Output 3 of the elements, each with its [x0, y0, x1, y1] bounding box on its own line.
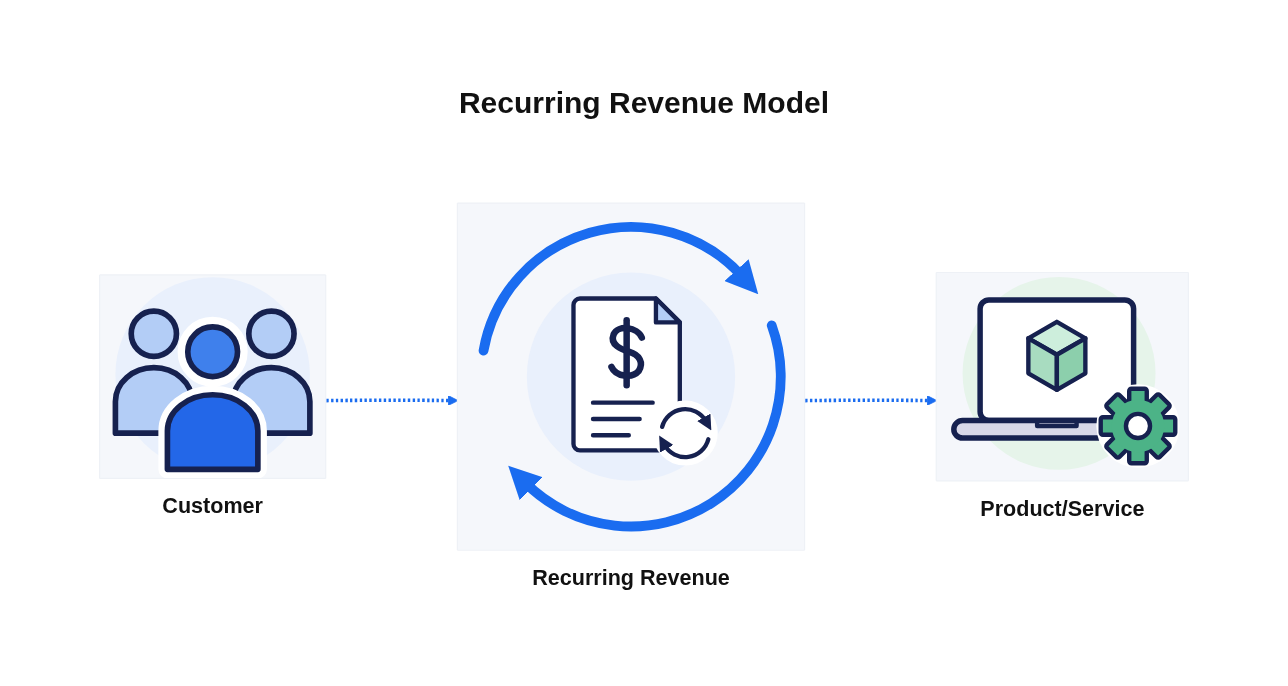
diagram-title: Recurring Revenue Model	[458, 86, 830, 120]
arrow	[805, 395, 938, 406]
arrow	[326, 395, 459, 406]
